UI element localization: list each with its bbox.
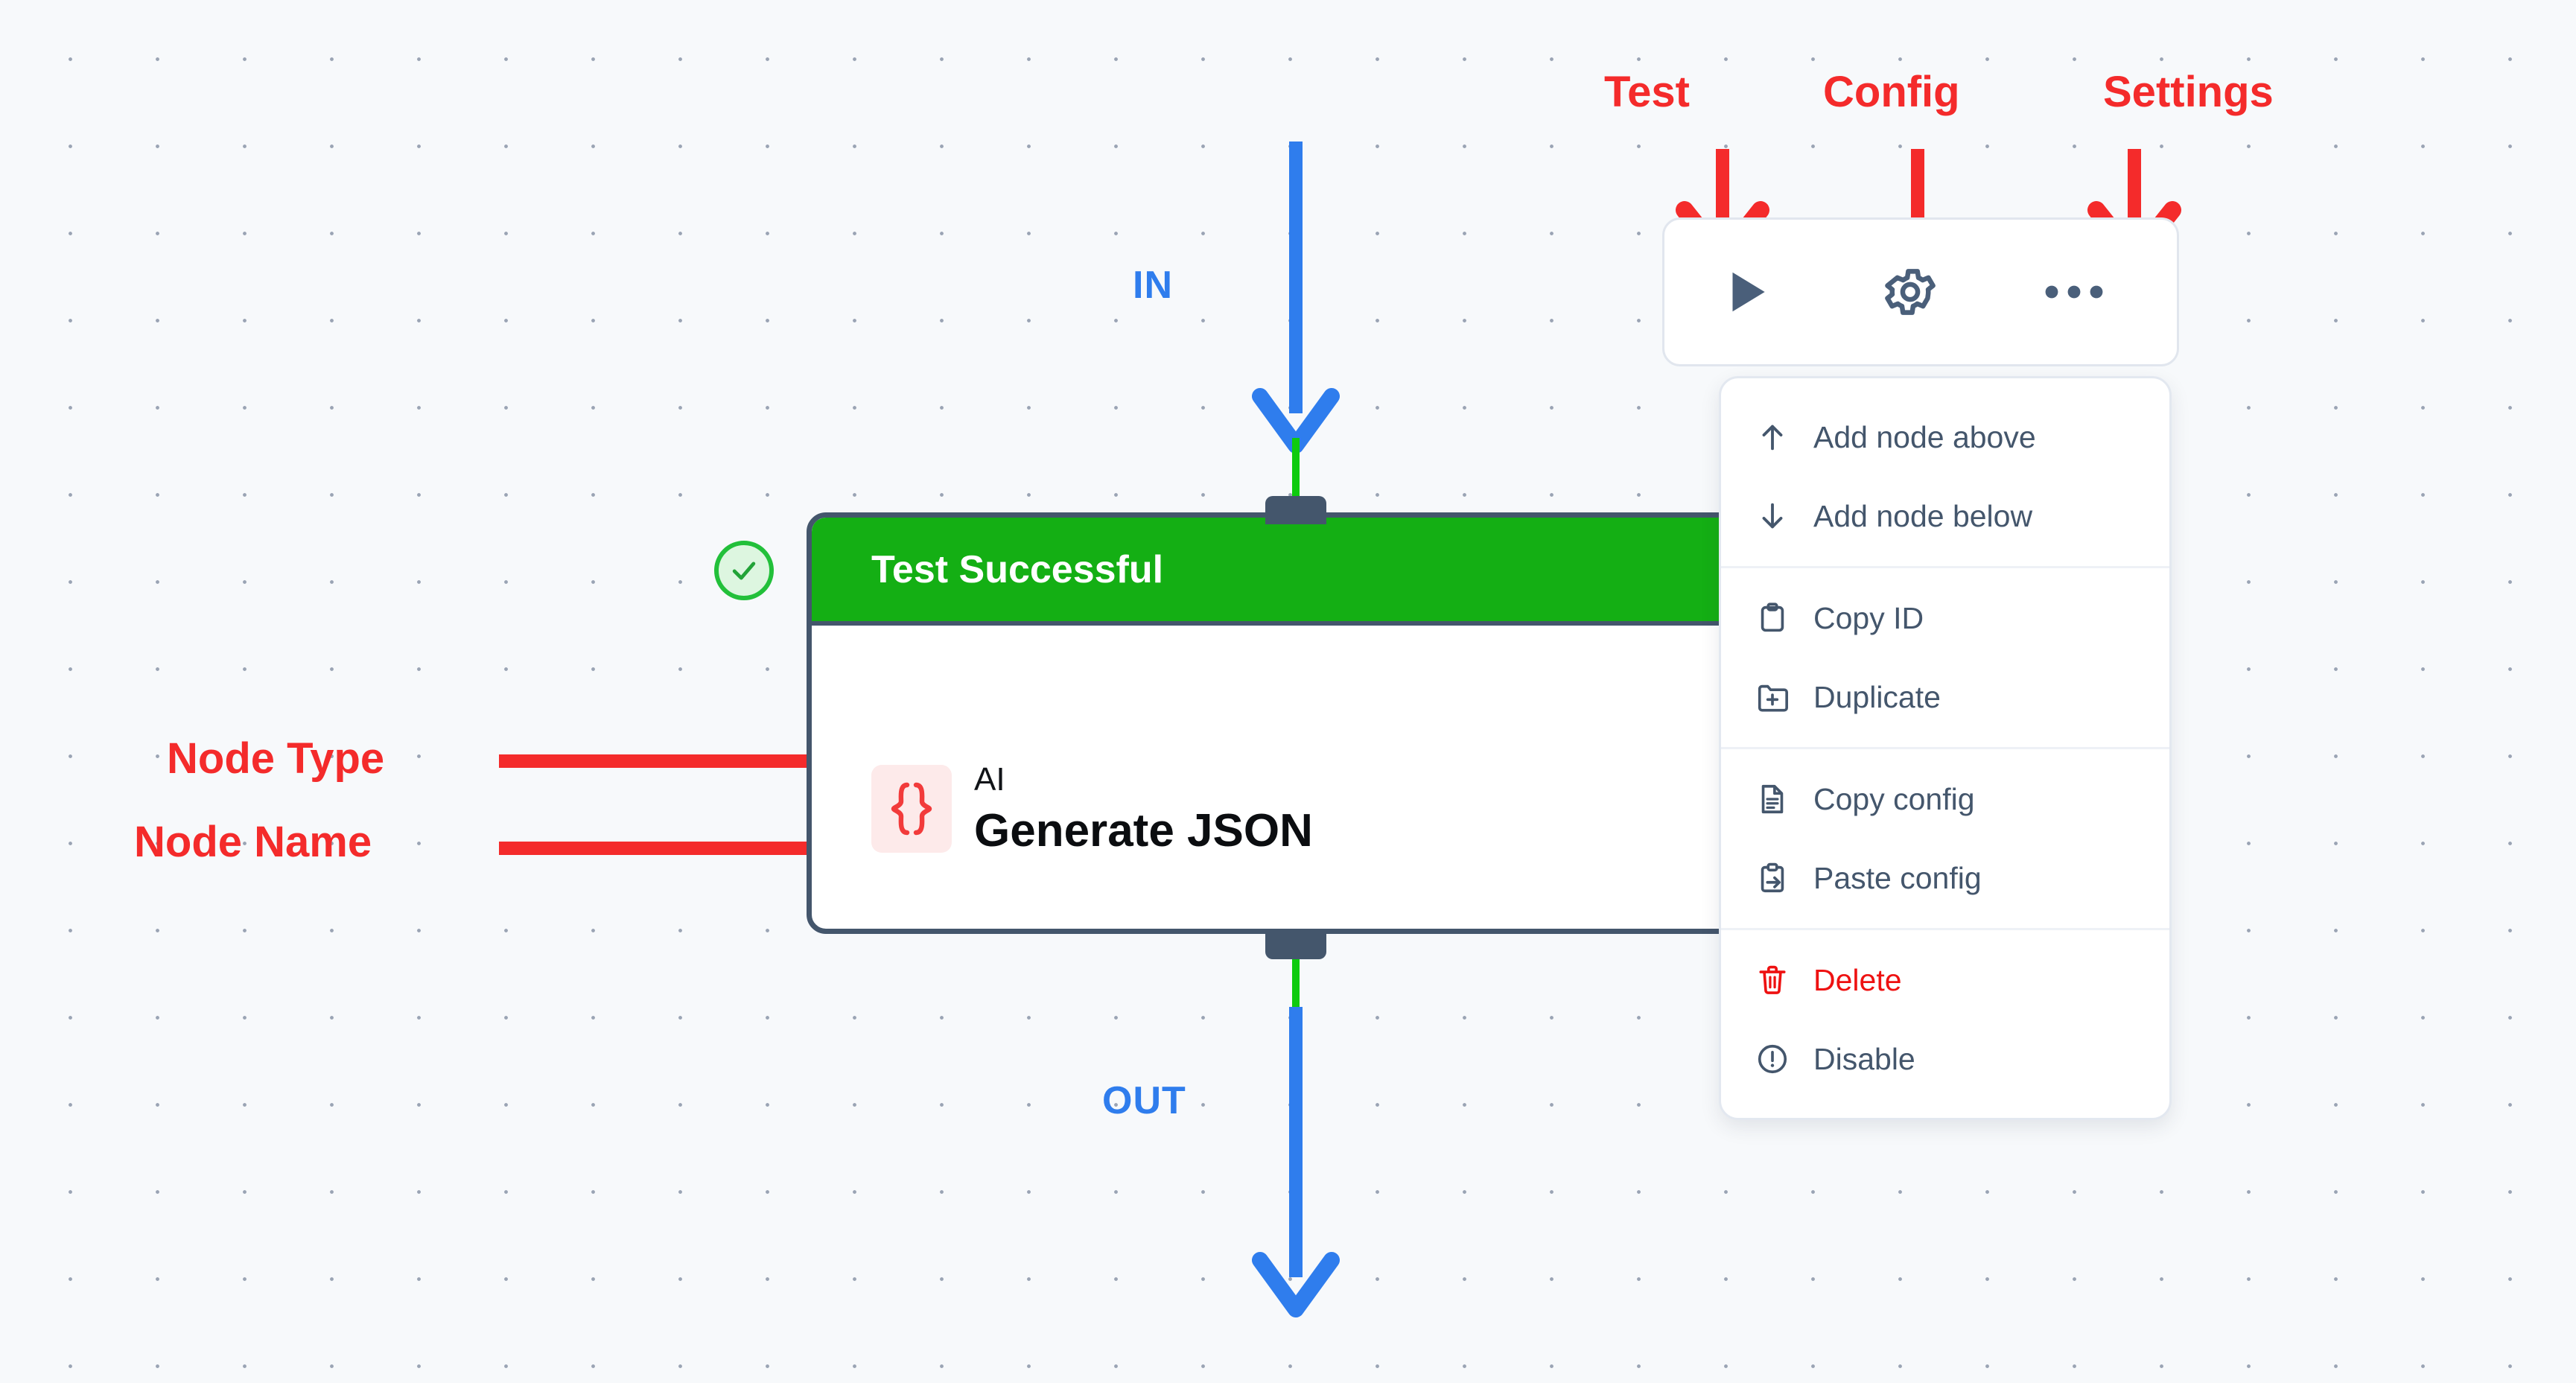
- outgoing-wire: [1289, 1007, 1303, 1277]
- node-context-menu[interactable]: Add node above Add node below Copy ID: [1719, 376, 2172, 1120]
- outgoing-wire-arrowhead: [1252, 1252, 1340, 1317]
- annotation-label-node-type: Node Type: [167, 734, 385, 783]
- node-output-port[interactable]: [1265, 931, 1326, 959]
- trash-icon: [1752, 963, 1793, 997]
- menu-item-copy-config[interactable]: Copy config: [1721, 760, 2169, 839]
- alert-circle-icon: [1752, 1042, 1793, 1076]
- node-body: AI Generate JSON: [812, 626, 1762, 929]
- incoming-wire: [1289, 142, 1303, 413]
- menu-separator: [1721, 566, 2169, 568]
- folder-plus-icon: [1752, 680, 1793, 714]
- in-label: IN: [1133, 264, 1173, 307]
- menu-item-label: Copy ID: [1813, 600, 1924, 635]
- menu-item-copy-id[interactable]: Copy ID: [1721, 579, 2169, 658]
- node-status-header: Test Successful: [812, 518, 1762, 626]
- arrow-up-icon: [1752, 420, 1793, 454]
- node-input-port[interactable]: [1265, 496, 1326, 524]
- annotation-label-settings: Settings: [2103, 68, 2274, 116]
- ellipsis-icon: [2045, 285, 2103, 299]
- menu-item-add-node-below[interactable]: Add node below: [1721, 477, 2169, 556]
- menu-separator: [1721, 928, 2169, 930]
- test-button[interactable]: [1664, 220, 1828, 364]
- menu-item-label: Add node above: [1813, 419, 2036, 454]
- node-toolbar[interactable]: [1662, 217, 2179, 366]
- incoming-connector-stub: [1292, 438, 1300, 497]
- document-lines-icon: [1752, 782, 1793, 816]
- outgoing-connector-stub: [1292, 959, 1300, 1010]
- play-icon: [1732, 272, 1765, 312]
- node-name-text: Generate JSON: [974, 804, 1313, 856]
- menu-item-delete[interactable]: Delete: [1721, 941, 2169, 1020]
- settings-button[interactable]: [1992, 220, 2156, 364]
- menu-item-paste-config[interactable]: Paste config: [1721, 839, 2169, 918]
- menu-item-label: Delete: [1813, 962, 1902, 997]
- arrow-down-icon: [1752, 499, 1793, 533]
- menu-item-label: Disable: [1813, 1041, 1915, 1076]
- menu-item-add-node-above[interactable]: Add node above: [1721, 398, 2169, 477]
- annotation-label-config: Config: [1823, 68, 1960, 116]
- check-circle-icon: [732, 562, 756, 580]
- workflow-node-card[interactable]: Test Successful AI Generate JSON: [807, 512, 1767, 934]
- gear-icon: [1885, 269, 1936, 315]
- annotation-label-test: Test: [1604, 68, 1690, 116]
- status-badge: [714, 541, 774, 600]
- menu-item-disable[interactable]: Disable: [1721, 1020, 2169, 1099]
- annotation-label-node-name: Node Name: [134, 818, 372, 866]
- menu-item-label: Paste config: [1813, 860, 1982, 895]
- menu-separator: [1721, 747, 2169, 749]
- menu-item-label: Duplicate: [1813, 679, 1941, 714]
- node-type-text: AI: [974, 760, 1005, 798]
- out-label: OUT: [1102, 1079, 1186, 1122]
- curly-braces-icon: [871, 765, 952, 853]
- node-status-text: Test Successful: [871, 547, 1164, 591]
- clipboard-arrow-icon: [1752, 861, 1793, 895]
- clipboard-icon: [1752, 601, 1793, 635]
- menu-item-label: Copy config: [1813, 781, 1975, 816]
- menu-item-duplicate[interactable]: Duplicate: [1721, 658, 2169, 737]
- menu-item-label: Add node below: [1813, 498, 2033, 533]
- config-button[interactable]: [1828, 220, 1992, 364]
